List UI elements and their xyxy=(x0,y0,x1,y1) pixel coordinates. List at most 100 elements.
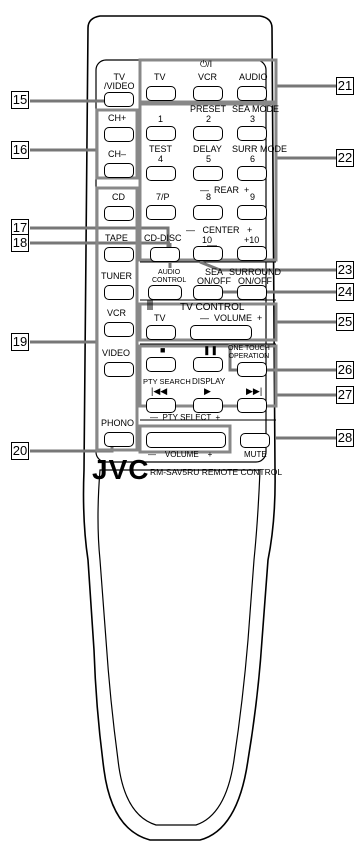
delay-label: DELAY xyxy=(193,144,222,154)
stop-button[interactable] xyxy=(146,357,176,372)
brand-logo: JVC xyxy=(92,454,150,485)
tv-volume-label: — VOLUME + xyxy=(200,313,263,323)
power-symbol: ⏻/I xyxy=(200,59,213,69)
mute-label: MUTE xyxy=(244,450,267,459)
cd-disc-label: CD-DISC xyxy=(144,233,182,243)
cd-button[interactable] xyxy=(104,206,134,221)
callout-25: 25 xyxy=(336,313,354,331)
callout-23: 23 xyxy=(336,261,354,279)
callout-15: 15 xyxy=(11,91,29,109)
tape-label: TAPE xyxy=(105,233,128,243)
num-5-label: 5 xyxy=(206,154,212,164)
ch-plus-button[interactable] xyxy=(104,127,134,142)
num-8-label: 8 xyxy=(206,192,212,202)
ch-minus-button[interactable] xyxy=(104,163,134,178)
video-label: VIDEO xyxy=(102,348,131,358)
callout-27: 27 xyxy=(336,386,354,404)
num-4-button[interactable] xyxy=(146,166,176,181)
next-symbol: ▶▶| xyxy=(246,386,263,396)
num-8-button[interactable] xyxy=(193,205,223,220)
prev-button[interactable] xyxy=(146,398,176,413)
one-touch-label: ONE TOUCH OPERATION xyxy=(228,345,270,360)
pause-button[interactable] xyxy=(193,357,223,372)
num-2-button[interactable] xyxy=(193,126,223,141)
callout-20: 20 xyxy=(11,442,29,460)
num-7p-button[interactable] xyxy=(146,205,176,220)
rear-label: — REAR + xyxy=(200,185,250,195)
num-1-label: 1 xyxy=(158,114,164,124)
tv-ctrl-tv-button[interactable] xyxy=(146,325,176,340)
num-3-label: 3 xyxy=(250,114,256,124)
audio-top-label: AUDIO xyxy=(239,72,268,82)
callout-26: 26 xyxy=(336,361,354,379)
sea-onoff-button[interactable] xyxy=(193,285,223,300)
tuner-button[interactable] xyxy=(104,285,134,300)
callout-16: 16 xyxy=(11,141,29,159)
phono-label: PHONO xyxy=(101,418,135,428)
preset-label: PRESET xyxy=(190,104,227,114)
vcr-top-button[interactable] xyxy=(193,86,223,101)
tv-video-label: TV /VIDEO xyxy=(104,72,135,91)
num-plus10-label: +10 xyxy=(244,235,260,245)
audio-control-label: AUDIO CONTROL xyxy=(152,269,187,284)
callout-21: 21 xyxy=(336,77,354,95)
num-7p-label: 7/P xyxy=(156,192,170,202)
callout-18: 18 xyxy=(11,234,29,252)
num-6-button[interactable] xyxy=(237,166,267,181)
tv-video-button[interactable] xyxy=(104,92,134,107)
mute-button[interactable] xyxy=(240,433,270,448)
video-button[interactable] xyxy=(104,362,134,377)
num-5-button[interactable] xyxy=(193,166,223,181)
volume-label: — VOLUME + xyxy=(148,450,213,459)
num-10-label: 10 xyxy=(202,235,213,245)
model-label: RM-SAV5RU REMOTE CONTROL xyxy=(150,467,283,477)
vcr-left-button[interactable] xyxy=(104,322,134,337)
num-6-label: 6 xyxy=(250,154,256,164)
tv-volume-button[interactable] xyxy=(190,325,252,340)
center-label: — CENTER + xyxy=(186,225,253,235)
cd-label: CD xyxy=(112,192,125,202)
num-10-button[interactable] xyxy=(193,246,223,261)
tv-control-label: TV CONTROL xyxy=(180,302,245,313)
tuner-label: TUNER xyxy=(101,271,132,281)
play-symbol: ▶ xyxy=(204,386,211,396)
volume-button[interactable] xyxy=(146,432,226,448)
ch-plus-label: CH+ xyxy=(108,113,127,123)
tv-top-button[interactable] xyxy=(146,86,176,101)
sea-mode-label: SEA MODE xyxy=(232,104,280,114)
num-plus10-button[interactable] xyxy=(237,246,267,261)
stop-symbol: ■ xyxy=(160,345,166,355)
num-1-button[interactable] xyxy=(146,126,176,141)
callout-24: 24 xyxy=(336,283,354,301)
next-button[interactable] xyxy=(237,398,267,413)
tv-top-label: TV xyxy=(154,72,166,82)
cd-disc-button[interactable] xyxy=(150,247,180,262)
surr-mode-label: SURR MODE xyxy=(232,144,288,154)
audio-control-button[interactable] xyxy=(148,285,182,300)
play-button[interactable] xyxy=(193,398,223,413)
pty-search-label: PTY SEARCH xyxy=(143,377,191,386)
num-4-label: 4 xyxy=(158,154,164,164)
callout-19: 19 xyxy=(11,333,29,351)
callout-28: 28 xyxy=(336,429,354,447)
num-3-button[interactable] xyxy=(237,126,267,141)
pty-select-label: — PTY SELECT + xyxy=(150,413,221,422)
surround-onoff-label: SURROUND ON/OFF xyxy=(229,267,282,286)
prev-symbol: |◀◀ xyxy=(151,386,168,396)
ch-minus-label: CH– xyxy=(108,149,127,159)
test-label: TEST xyxy=(149,144,173,154)
tape-button[interactable] xyxy=(104,247,134,262)
one-touch-button[interactable] xyxy=(237,362,267,377)
display-label: DISPLAY xyxy=(192,377,226,386)
audio-top-button[interactable] xyxy=(237,86,267,101)
vcr-top-label: VCR xyxy=(198,72,218,82)
phono-button[interactable] xyxy=(104,432,134,447)
surround-onoff-button[interactable] xyxy=(237,285,267,300)
callout-22: 22 xyxy=(336,149,354,167)
num-9-button[interactable] xyxy=(237,205,267,220)
pause-symbol: ❚❚ xyxy=(203,345,219,355)
num-2-label: 2 xyxy=(206,114,212,124)
num-9-label: 9 xyxy=(250,192,256,202)
